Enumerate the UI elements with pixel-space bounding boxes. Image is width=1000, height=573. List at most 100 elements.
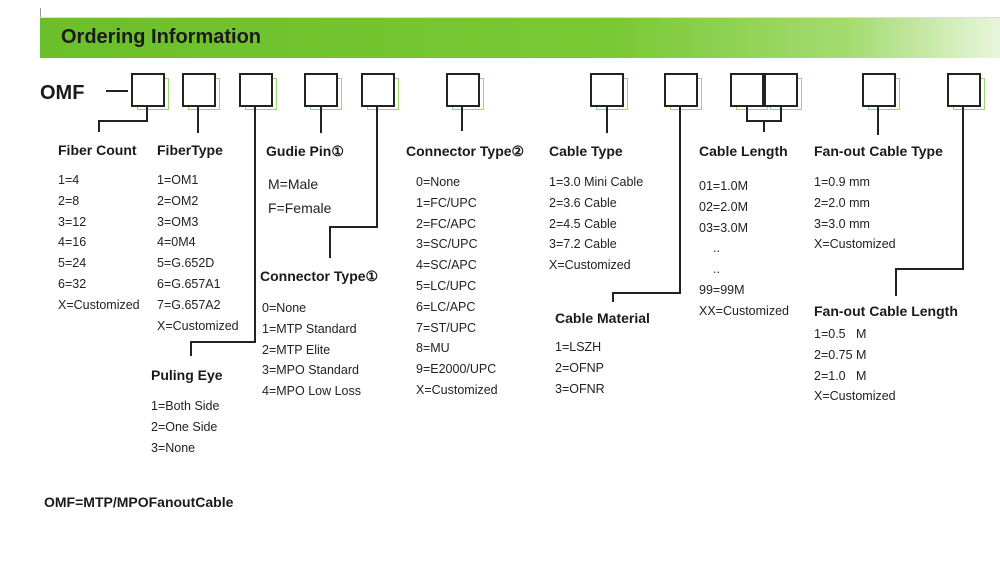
list-item: 03=3.0M bbox=[699, 220, 748, 235]
list-item: 4=0M4 bbox=[157, 235, 196, 250]
list-item: X=Customized bbox=[157, 318, 239, 333]
connector-line bbox=[146, 107, 148, 121]
list-item: 1=4 bbox=[58, 173, 80, 187]
list-item: 2=FC/APC bbox=[416, 216, 477, 231]
cable-material-list: 1=LSZH 2=OFNP 3=OFNR bbox=[555, 337, 605, 399]
fanout-length-heading: Fan-out Cable Length bbox=[814, 303, 958, 319]
code-box-connector-type-1 bbox=[361, 73, 395, 107]
list-item: X=Customized bbox=[814, 237, 896, 252]
list-item: 2=MTP Elite bbox=[262, 342, 331, 357]
connector-type-2-heading: Connector Type② bbox=[406, 143, 525, 159]
list-item: 7=G.657A2 bbox=[157, 297, 221, 312]
list-item: 8=MU bbox=[416, 341, 450, 356]
connector-line bbox=[190, 341, 192, 356]
connector-line bbox=[895, 268, 964, 270]
list-item: X=Customized bbox=[58, 297, 140, 312]
connector-line bbox=[329, 226, 331, 258]
list-item: 2=OM2 bbox=[157, 193, 199, 208]
header-banner bbox=[40, 18, 1000, 58]
list-item: 2=3.6 Cable bbox=[549, 195, 617, 210]
list-item: 5=24 bbox=[58, 256, 87, 271]
page-title: Ordering Information bbox=[61, 26, 261, 48]
fanout-length-list: 1=0.5 M 2=0.75 M 2=1.0 M X=Customized bbox=[814, 324, 896, 407]
code-box-fanout-type bbox=[862, 73, 896, 107]
connector-line bbox=[98, 120, 148, 122]
connector-line bbox=[329, 226, 378, 228]
connector-line bbox=[877, 107, 879, 135]
list-item: 4=MPO Low Loss bbox=[262, 384, 362, 399]
connector-type-2-list: 0=None 1=FC/UPC 2=FC/APC 3=SC/UPC 4=SC/A… bbox=[416, 172, 498, 401]
list-item: 01=1.0M bbox=[699, 179, 748, 193]
list-item: XX=Customized bbox=[699, 303, 789, 318]
connector-line bbox=[780, 107, 782, 121]
list-item: 2=4.5 Cable bbox=[549, 216, 617, 231]
list-item: 1=Both Side bbox=[151, 399, 220, 413]
list-item: .. bbox=[713, 241, 720, 256]
connector-line bbox=[461, 107, 463, 131]
code-box-guide-pin bbox=[304, 73, 338, 107]
connector-line bbox=[746, 107, 748, 121]
list-item: 3=12 bbox=[58, 214, 87, 229]
guide-pin-list: M=Male F=Female bbox=[268, 172, 331, 220]
connector-line bbox=[320, 107, 322, 133]
list-item: 1=0.5 M bbox=[814, 327, 867, 341]
list-item: 4=SC/APC bbox=[416, 258, 477, 273]
connector-line bbox=[612, 292, 614, 302]
list-item: 5=LC/UPC bbox=[416, 278, 477, 293]
connector-line bbox=[254, 107, 256, 342]
list-item: 1=FC/UPC bbox=[416, 195, 477, 210]
fiber-type-heading: FiberType bbox=[157, 142, 223, 158]
list-item: 1=OM1 bbox=[157, 173, 199, 187]
connector-line bbox=[612, 292, 681, 294]
fiber-count-heading: Fiber Count bbox=[58, 142, 137, 158]
code-box-connector-type-2 bbox=[446, 73, 480, 107]
code-box-puling-eye bbox=[239, 73, 273, 107]
list-item: 1=MTP Standard bbox=[262, 321, 357, 336]
list-item: 3=None bbox=[151, 440, 196, 455]
list-item: 6=LC/APC bbox=[416, 299, 476, 314]
connector-line bbox=[763, 120, 765, 132]
fanout-type-heading: Fan-out Cable Type bbox=[814, 143, 943, 159]
connector-line bbox=[190, 341, 256, 343]
list-item: 0=None bbox=[416, 175, 461, 189]
connector-line bbox=[197, 107, 199, 133]
list-item: 6=32 bbox=[58, 276, 87, 291]
list-item: 5=G.652D bbox=[157, 256, 215, 271]
list-item: 99=99M bbox=[699, 282, 745, 297]
list-item: 4=16 bbox=[58, 235, 87, 250]
connector-line bbox=[606, 107, 608, 133]
code-box-fiber-type bbox=[182, 73, 216, 107]
list-item: 3=7.2 Cable bbox=[549, 237, 617, 252]
list-item: 2=2.0 mm bbox=[814, 195, 870, 210]
list-item: 3=MPO Standard bbox=[262, 363, 359, 378]
list-item: .. bbox=[713, 262, 720, 277]
fiber-count-list: 1=4 2=8 3=12 4=16 5=24 6=32 X=Customized bbox=[58, 170, 140, 316]
list-item: 0=None bbox=[262, 301, 307, 315]
cable-material-heading: Cable Material bbox=[555, 310, 650, 326]
list-item: 3=3.0 mm bbox=[814, 216, 870, 231]
list-item: 2=OFNP bbox=[555, 360, 604, 375]
top-rule bbox=[40, 17, 1000, 18]
code-dash bbox=[106, 90, 128, 92]
code-prefix: OMF bbox=[40, 82, 85, 104]
list-item: 02=2.0M bbox=[699, 199, 748, 214]
cable-type-heading: Cable Type bbox=[549, 143, 623, 159]
list-item: 3=OM3 bbox=[157, 214, 199, 229]
code-box-cable-material bbox=[664, 73, 698, 107]
list-item: 1=3.0 Mini Cable bbox=[549, 175, 644, 189]
list-item: 3=OFNR bbox=[555, 381, 605, 396]
list-item: 2=1.0 M bbox=[814, 368, 867, 383]
fanout-type-list: 1=0.9 mm 2=2.0 mm 3=3.0 mm X=Customized bbox=[814, 172, 896, 255]
list-item: 1=0.9 mm bbox=[814, 175, 870, 189]
guide-pin-heading: Gudie Pin① bbox=[266, 143, 344, 159]
list-item: 1=LSZH bbox=[555, 340, 602, 354]
code-box-fiber-count bbox=[131, 73, 165, 107]
list-item: 2=8 bbox=[58, 193, 80, 208]
list-item: 6=G.657A1 bbox=[157, 276, 221, 291]
list-item: X=Customized bbox=[549, 258, 631, 273]
connector-line bbox=[895, 268, 897, 296]
list-item: M=Male bbox=[268, 176, 319, 192]
code-box-cable-type bbox=[590, 73, 624, 107]
cable-length-heading: Cable Length bbox=[699, 143, 788, 159]
cable-type-list: 1=3.0 Mini Cable 2=3.6 Cable 2=4.5 Cable… bbox=[549, 172, 643, 276]
